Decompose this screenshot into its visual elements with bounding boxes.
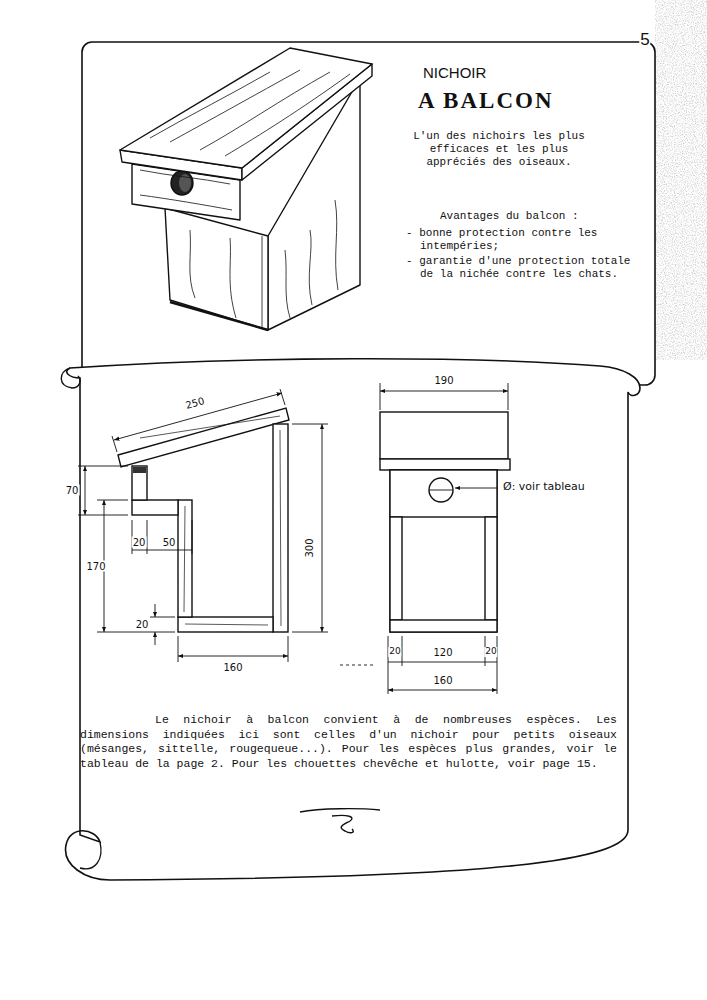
dimension-value: 20 [135,619,150,630]
advantages-heading: Avantages du balcon : [440,210,579,222]
heading-label: NICHOIR [423,64,486,81]
dimension-value: 20 [388,647,401,657]
hole-diameter-note: Ø: voir tableau [503,480,585,493]
signature-squiggle [300,809,380,833]
dimension-lines [78,389,376,665]
advantage-item: - bonne protection contre les intempérie… [406,227,635,253]
side-view [118,408,289,632]
advantage-item: - garantie d'une protection totale de la… [406,255,635,281]
dimension-value: 190 [433,375,454,386]
dimension-value: 20 [132,537,147,548]
page-number: 5 [639,31,650,50]
dimension-lines [380,383,508,694]
dimension-value: 170 [85,561,106,572]
dimension-value: 20 [484,647,497,657]
scan-noise [655,0,707,360]
birdhouse-illustration [120,48,372,330]
front-view [380,412,510,632]
dimension-value: 160 [222,662,243,673]
top-panel [82,42,655,385]
intro-text: L'un des nichoirs les plus efficaces et … [404,130,594,169]
scroll-frame [61,359,640,880]
dimension-value: 300 [304,537,315,558]
dimension-value: 50 [162,537,177,548]
dimension-value: 70 [65,485,80,496]
dimension-value: 120 [432,647,453,658]
dimension-value: 160 [432,675,453,686]
page-title: A BALCON [418,88,554,114]
caption-text: Le nichoir à balcon convient à de nombre… [80,713,617,771]
